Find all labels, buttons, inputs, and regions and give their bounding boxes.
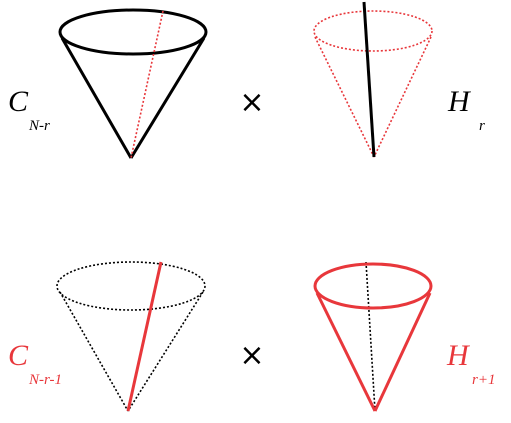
label-c-n-r-sub: N-r bbox=[28, 118, 50, 134]
cone-h-r-1-rim bbox=[313, 262, 433, 310]
label-h-r-main: H bbox=[447, 85, 472, 118]
cone-c-n-r-generator bbox=[130, 10, 164, 159]
cone-c-n-r bbox=[58, 8, 208, 159]
label-h-r-1: H r+1 bbox=[446, 339, 495, 388]
label-c-n-r-main: C bbox=[8, 85, 29, 118]
cone-c-n-r-1-right-edge bbox=[127, 291, 204, 412]
cone-h-r-1 bbox=[313, 261, 433, 412]
label-h-r-sub: r bbox=[479, 118, 485, 134]
cone-h-r-rim bbox=[313, 10, 433, 52]
cone-h-r-1-left-edge bbox=[315, 292, 377, 412]
label-h-r: H r bbox=[447, 85, 485, 134]
cone-c-n-r-1 bbox=[56, 261, 206, 412]
cone-h-r-right-edge bbox=[373, 36, 432, 158]
cone-c-n-r-rim bbox=[58, 8, 208, 56]
label-h-r-1-sub: r+1 bbox=[472, 372, 495, 388]
cone-h-r-1-right-edge bbox=[373, 292, 432, 412]
cone-h-r bbox=[313, 1, 433, 158]
cone-h-r-1-generator bbox=[365, 261, 376, 412]
times-symbol-bottom: × bbox=[239, 338, 264, 373]
label-c-n-r: C N-r bbox=[8, 85, 50, 134]
label-h-r-1-main: H bbox=[446, 339, 471, 372]
label-c-n-r-1: C N-r-1 bbox=[8, 339, 62, 388]
cone-c-n-r-1-rim bbox=[56, 261, 206, 311]
cone-h-r-generator bbox=[362, 1, 376, 158]
cone-c-n-r-right-edge bbox=[129, 37, 206, 159]
cone-c-n-r-1-generator bbox=[126, 261, 163, 412]
cone-c-n-r-1-left-edge bbox=[59, 291, 129, 412]
label-c-n-r-1-sub: N-r-1 bbox=[28, 372, 62, 388]
times-symbol-top: × bbox=[239, 85, 264, 120]
cone-h-r-left-edge bbox=[314, 36, 375, 158]
cone-c-n-r-left-edge bbox=[60, 37, 133, 159]
label-c-n-r-1-main: C bbox=[8, 339, 29, 372]
